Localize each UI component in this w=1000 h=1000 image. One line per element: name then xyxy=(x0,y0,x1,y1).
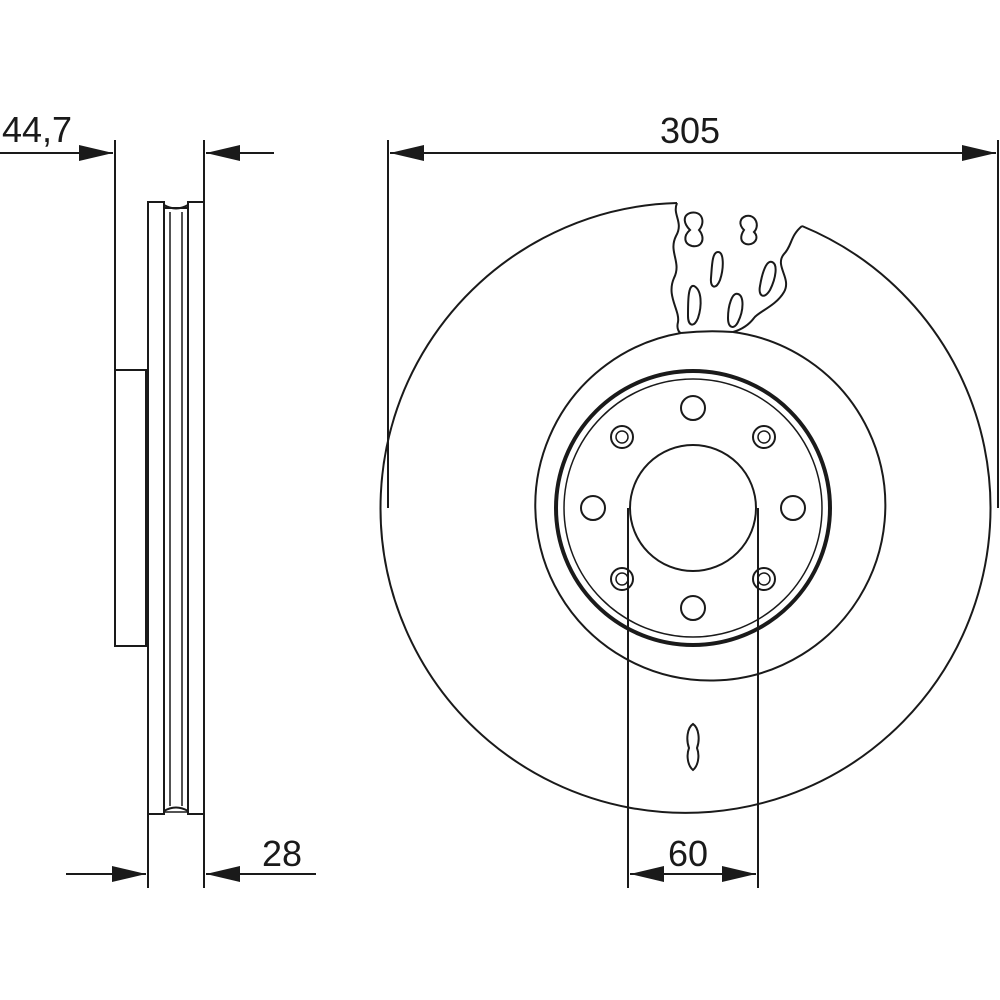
fixing-hole-top-right xyxy=(752,425,776,449)
fixing-hole-top-left xyxy=(610,425,634,449)
hub-hat-profile xyxy=(114,369,147,647)
vent-rib-2 xyxy=(739,214,758,246)
front-view-dimensions xyxy=(387,140,999,888)
bolt-hole-top xyxy=(680,395,706,421)
bolt-hole-right xyxy=(780,495,806,521)
center-bore-dimension-label: 60 xyxy=(668,833,708,874)
vent-channel-top xyxy=(163,204,189,210)
disc-marking-slot xyxy=(686,722,700,772)
vent-rib-6 xyxy=(726,292,744,328)
fixing-hole-bottom-left xyxy=(610,567,634,591)
vent-rib-1 xyxy=(683,211,704,248)
hub-face-circle xyxy=(554,369,832,647)
offset-dimension-label: 44,7 xyxy=(2,109,72,150)
outer-friction-plate xyxy=(147,201,165,815)
disc-outer-edge xyxy=(379,202,992,814)
side-view-dimensions xyxy=(0,140,316,888)
vent-rib-4 xyxy=(758,260,777,297)
cutaway-break-line-left xyxy=(670,202,682,334)
hat-outer-circle xyxy=(534,331,887,682)
cutaway-inner-arc xyxy=(680,330,734,334)
center-bore xyxy=(629,444,757,572)
disc-side-view xyxy=(114,201,205,815)
vent-rib-5 xyxy=(686,284,702,326)
disc-front-view xyxy=(379,202,992,814)
fixing-hole-bottom-right xyxy=(752,567,776,591)
hub-face-inner-circle xyxy=(563,378,823,638)
inner-friction-plate xyxy=(187,201,205,815)
thickness-dimension-label: 28 xyxy=(262,833,302,874)
cutaway-break-line-right xyxy=(732,225,803,333)
bolt-hole-left xyxy=(580,495,606,521)
vent-channel-bottom xyxy=(163,806,189,812)
vent-rib-3 xyxy=(709,250,724,288)
diameter-dimension-label: 305 xyxy=(660,110,720,151)
bolt-hole-bottom xyxy=(680,595,706,621)
